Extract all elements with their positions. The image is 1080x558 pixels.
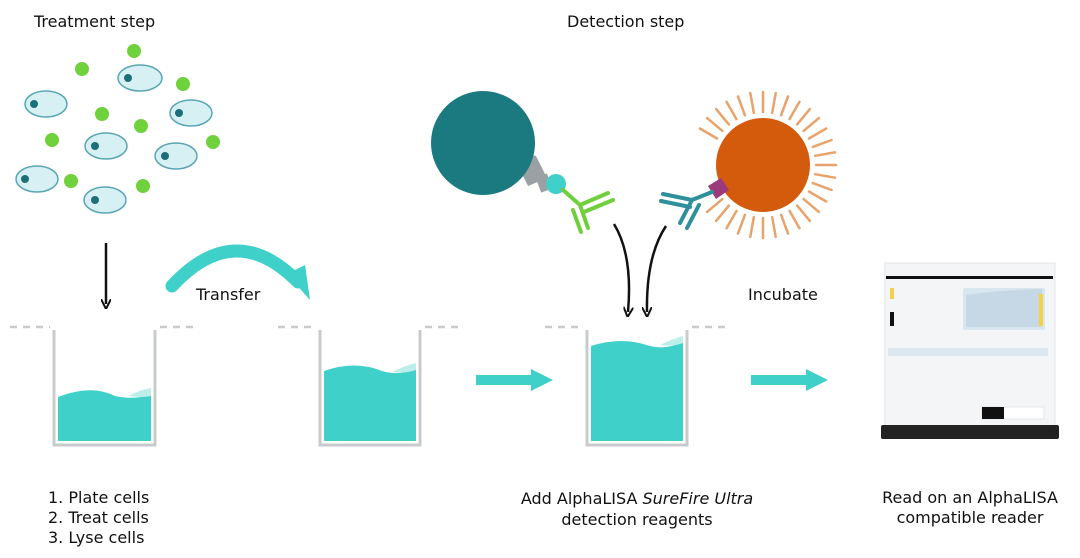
acceptor-ray [749,215,756,239]
treatment-step-heading: Treatment step [34,12,156,31]
acceptor-ray [714,204,731,223]
acceptor-ray [811,181,833,192]
cell-icon [154,142,198,170]
cell-icon [83,186,127,214]
acceptor-ray [802,197,821,214]
well-transferred-lysate [278,325,462,447]
cell-icon [24,90,68,118]
well-detection [545,325,728,447]
detection-step-heading: Detection step [567,12,685,31]
reader-caption: Read on an AlphaLISA compatible reader [882,488,1058,528]
acceptor-ray [705,197,724,214]
acceptor-ray [811,138,833,149]
acceptor-ray [788,209,801,230]
acceptor-ray [813,172,837,179]
detection-caption-line1: Add AlphaLISA SureFire Ultra [520,489,754,508]
acceptor-ray [770,91,777,115]
acceptor-ray [802,116,821,133]
acceptor-ray [749,91,756,115]
transfer-arrow [165,244,310,300]
step-item: 3. Lyse cells [48,528,145,547]
acceptor-ray [795,107,812,126]
cell-icon [169,99,213,127]
cell-icon [84,132,128,160]
cell-icon [15,165,59,193]
reagent-arrow-right [647,225,668,312]
step-item: 2. Treat cells [48,508,149,527]
acceptor-ray [770,215,777,239]
acceptor-ray [705,116,724,133]
donor-bead-icon [431,91,615,234]
acceptor-ray [736,213,747,235]
arrow-to-reader [751,369,828,391]
step-item: 1. Plate cells [48,488,150,507]
reader-caption-line1: Read on an AlphaLISA [882,488,1058,507]
cell-icon [117,64,163,92]
acceptor-ray [698,127,719,140]
arrow-to-detection [476,369,553,391]
acceptor-ray [736,95,747,117]
acceptor-bead-icon [659,90,838,240]
acceptor-ray [813,151,837,158]
acceptor-ray [779,95,790,117]
acceptor-ray [725,100,738,121]
acceptor-ray [779,213,790,235]
well-plate-cells [10,325,196,447]
incubate-label: Incubate [748,285,818,304]
reagent-arrow-left [612,223,629,312]
acceptor-ray [807,127,828,140]
acceptor-ray [795,204,812,223]
transfer-label: Transfer [196,285,261,304]
plate-reader-icon [881,262,1059,439]
acceptor-ray [725,209,738,230]
green-dots [45,44,220,193]
detection-caption: Add AlphaLISA SureFire Ultra detection r… [521,488,753,530]
detection-caption-line2: detection reagents [561,510,713,529]
acceptor-ray [788,100,801,121]
reader-caption-line2: compatible reader [896,508,1044,527]
step-list: 1. Plate cells 2. Treat cells 3. Lyse ce… [48,488,149,548]
acceptor-ray [714,107,731,126]
acceptor-ray [807,190,828,203]
cell-cluster [15,44,220,214]
